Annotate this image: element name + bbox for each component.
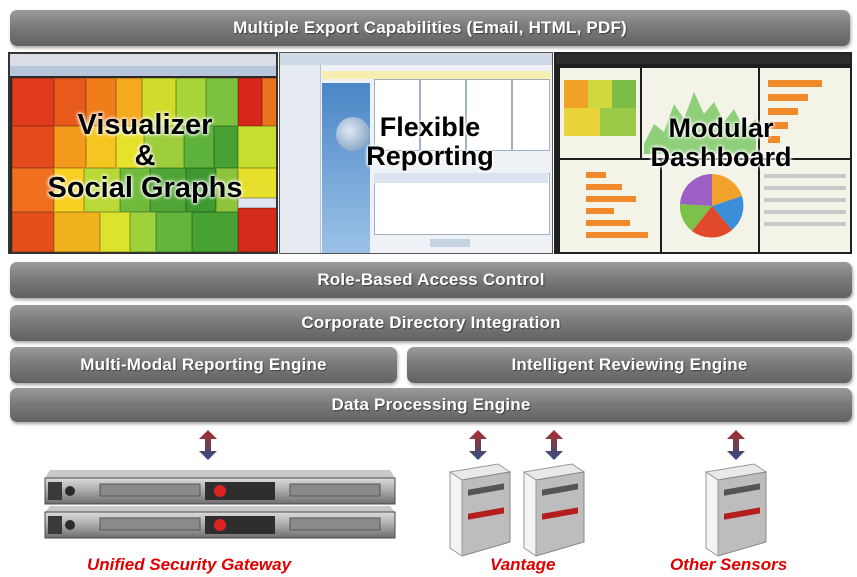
visualizer-panel: Visualizer & Social Graphs: [8, 52, 278, 254]
data-processing-label: Data Processing Engine: [331, 395, 531, 414]
other-sensor-server-icon: [704, 463, 768, 557]
reporting-engine-bar: Multi-Modal Reporting Engine: [10, 347, 397, 383]
dashboard-title: Modular Dashboard: [586, 113, 850, 173]
reviewing-engine-label: Intelligent Reviewing Engine: [511, 355, 748, 374]
dashboard-title-line2: Dashboard: [650, 142, 792, 173]
usg-appliance-icon: [44, 470, 396, 539]
reporting-title-line1: Flexible: [379, 112, 481, 142]
usg-label: Unified Security Gateway: [87, 555, 292, 574]
reporting-engine-label: Multi-Modal Reporting Engine: [80, 355, 327, 374]
vantage-server-icon-1: [448, 463, 512, 557]
dashboard-title-line1: Modular: [668, 113, 774, 143]
other-sensors-arrow-icon: [727, 430, 745, 460]
reporting-title: Flexible Reporting: [310, 112, 550, 172]
usg-arrow-icon: [199, 430, 217, 460]
reporting-title-line2: Reporting: [366, 141, 494, 172]
rbac-label: Role-Based Access Control: [317, 270, 545, 289]
visualizer-title-line2: &: [134, 140, 156, 173]
visualizer-title-line3: Social Graphs: [47, 171, 243, 204]
export-capabilities-bar: Multiple Export Capabilities (Email, HTM…: [10, 10, 850, 46]
reviewing-engine-bar: Intelligent Reviewing Engine: [407, 347, 852, 383]
visualizer-title: Visualizer & Social Graphs: [10, 109, 276, 204]
vantage-server-icon-2: [522, 463, 586, 557]
other-sensors-label: Other Sensors: [670, 555, 788, 574]
visualizer-title-line1: Visualizer: [77, 109, 213, 141]
vantage-label: Vantage: [490, 555, 556, 574]
vantage-arrow-icon-2: [545, 430, 563, 460]
directory-integration-bar: Corporate Directory Integration: [10, 305, 852, 341]
vantage-arrow-icon-1: [469, 430, 487, 460]
dashboard-panel: Modular Dashboard: [554, 52, 852, 254]
export-capabilities-label: Multiple Export Capabilities (Email, HTM…: [233, 18, 627, 37]
data-processing-bar: Data Processing Engine: [10, 388, 852, 422]
directory-integration-label: Corporate Directory Integration: [301, 313, 561, 332]
rbac-bar: Role-Based Access Control: [10, 262, 852, 298]
reporting-panel: Flexible Reporting: [279, 52, 553, 254]
